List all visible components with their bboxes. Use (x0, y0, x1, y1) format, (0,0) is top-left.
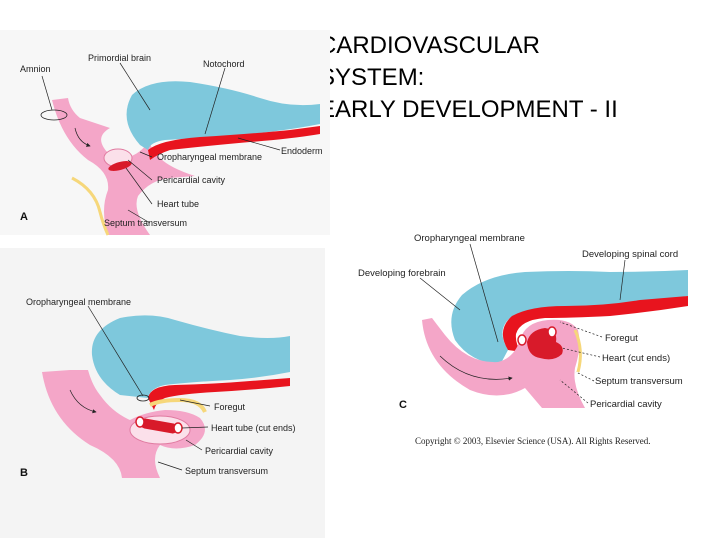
panel-b-mesoderm (42, 370, 205, 478)
label-b-oropharyngeal-membrane: Oropharyngeal membrane (26, 297, 131, 307)
label-c-foregut: Foregut (605, 333, 638, 344)
panel-a-primordial-brain (126, 81, 320, 150)
panel-c: Oropharyngeal membrane Developing spinal… (358, 233, 688, 446)
label-b-septum-transversum: Septum transversum (185, 466, 268, 476)
panel-b-heart-tube (140, 418, 178, 434)
panel-a-amnion-ring (40, 109, 68, 121)
title-line-1: CARDIOVASCULAR (319, 32, 540, 59)
panel-a-endoderm (148, 126, 320, 160)
label-c-septum-transversum: Septum transversum (595, 376, 683, 387)
panel-a: Amnion Primordial brain Notochord Endode… (0, 30, 330, 236)
label-b-heart-tube-cut: Heart tube (cut ends) (211, 423, 296, 433)
label-a-septum-transversum: Septum transversum (104, 218, 187, 228)
label-b-foregut: Foregut (214, 402, 246, 412)
panel-c-heart-cut-end-1 (517, 334, 527, 346)
label-a-heart-tube: Heart tube (157, 199, 199, 209)
panel-a-letter: A (20, 211, 28, 223)
label-c-pericardial-cavity: Pericardial cavity (590, 399, 662, 410)
label-c-heart-cut-ends: Heart (cut ends) (602, 353, 670, 364)
panel-a-heart-tube (108, 161, 132, 171)
label-a-pericardial-cavity: Pericardial cavity (157, 175, 226, 185)
panel-a-folding-arrow (74, 127, 91, 147)
panel-b-endoderm (148, 378, 290, 410)
title-line-2: SYSTEM: (319, 64, 425, 91)
panel-c-yellow-layer (573, 329, 582, 373)
label-c-oropharyngeal-membrane: Oropharyngeal membrane (414, 233, 525, 244)
copyright-notice: Copyright © 2003, Elsevier Science (USA)… (415, 436, 651, 446)
panel-b: Oropharyngeal membrane Foregut Heart tub… (0, 248, 325, 538)
panel-b-heart-cut-end-2 (173, 422, 183, 434)
label-a-oropharyngeal-membrane: Oropharyngeal membrane (157, 152, 262, 162)
label-c-developing-forebrain: Developing forebrain (358, 268, 446, 279)
panel-b-developing-brain (91, 315, 290, 398)
label-c-developing-spinal-cord: Developing spinal cord (582, 249, 678, 260)
title-line-3: EARLY DEVELOPMENT - II (319, 96, 618, 123)
panel-c-letter: C (399, 399, 407, 411)
label-a-notochord: Notochord (203, 59, 245, 69)
panel-c-heart-cut-end-2 (547, 326, 557, 338)
panel-c-folding-arrow (439, 355, 513, 381)
panel-c-developing-forebrain (451, 270, 688, 365)
slide-title: CARDIOVASCULAR SYSTEM: EARLY DEVELOPMENT… (319, 30, 719, 126)
panel-b-letter: B (20, 467, 28, 479)
panel-a-yellow-layer (71, 176, 110, 236)
panel-b-folding-arrow (69, 389, 97, 414)
panel-b-heart-cut-end-1 (135, 416, 145, 428)
panel-c-endoderm (502, 296, 688, 352)
label-b-pericardial-cavity: Pericardial cavity (205, 446, 274, 456)
label-a-amnion: Amnion (20, 64, 51, 74)
label-a-primordial-brain: Primordial brain (88, 53, 151, 63)
label-a-endoderm: Endoderm (281, 146, 323, 156)
